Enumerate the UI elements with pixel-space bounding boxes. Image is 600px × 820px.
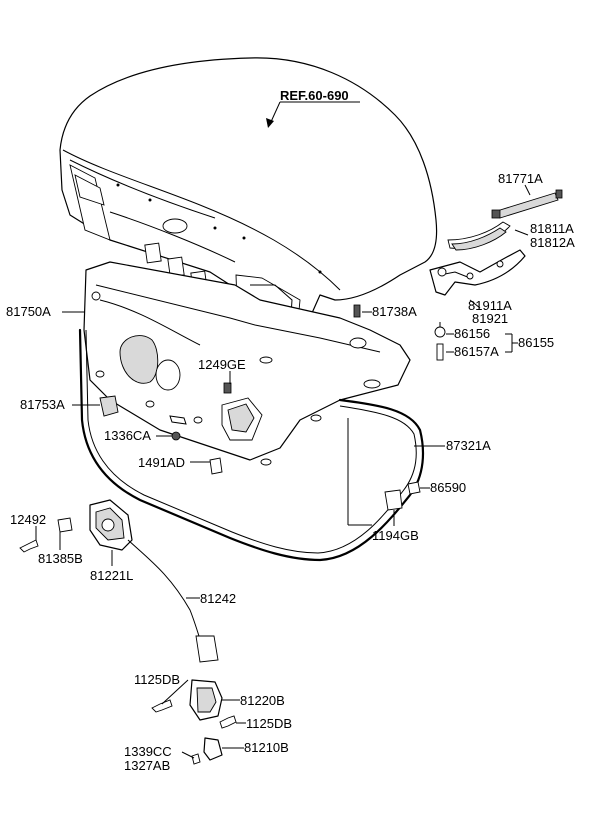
label-81221L: 81221L	[90, 568, 133, 583]
label-12492: 12492	[10, 512, 46, 527]
weatherstrip-87321A	[78, 328, 425, 562]
label-81750A: 81750A	[6, 304, 51, 319]
label-1336CA: 1336CA	[104, 428, 151, 443]
grommet-81385B	[57, 517, 73, 533]
pin-86157A	[436, 343, 444, 361]
label-87321A: 87321A	[446, 438, 491, 453]
latch-81220B	[189, 679, 223, 721]
pad-81753A	[99, 395, 119, 417]
screw-1339CC	[191, 753, 201, 765]
label-81921: 81921	[472, 311, 508, 326]
bumper-1491AD	[209, 457, 223, 475]
label-81210B: 81210B	[244, 740, 289, 755]
striker-81210B	[203, 737, 223, 761]
release-cable-81242	[127, 539, 219, 663]
part-labels: REF.60-690 81771A 81811A 81812A 81911A 8…	[6, 88, 575, 773]
nut-1336CA	[171, 431, 181, 441]
label-86157A: 86157A	[454, 344, 499, 359]
grommet-1249GE	[223, 382, 232, 394]
label-1327AB: 1327AB	[124, 758, 170, 773]
label-1125DB-left: 1125DB	[134, 672, 180, 687]
label-81811A: 81811A	[530, 221, 574, 236]
bolt-1125DB-left	[151, 699, 173, 713]
label-86156: 86156	[454, 326, 490, 341]
label-1125DB-right: 1125DB	[246, 716, 292, 731]
hinge-cover-81811A-81812A	[447, 221, 511, 251]
bolt-12492	[19, 539, 39, 553]
label-1491AD: 1491AD	[138, 455, 185, 470]
hinge-81911A-81921	[429, 249, 526, 296]
bumper-81738A	[353, 304, 361, 318]
label-81738A: 81738A	[372, 304, 417, 319]
trunk-lock-81221L	[89, 499, 133, 551]
clip-86590	[407, 481, 421, 495]
label-1339CC: 1339CC	[124, 744, 172, 759]
bolt-86156	[434, 322, 446, 338]
gas-strut-81771A	[491, 189, 563, 219]
label-86590: 86590	[430, 480, 466, 495]
label-81220B: 81220B	[240, 693, 285, 708]
label-81385B: 81385B	[38, 551, 83, 566]
label-81753A: 81753A	[20, 397, 65, 412]
label-81812A: 81812A	[530, 235, 575, 250]
label-86155: 86155	[518, 335, 554, 350]
reference-callout	[266, 101, 360, 128]
leader-lines	[35, 184, 531, 759]
reference-label: REF.60-690	[280, 88, 349, 103]
label-81771A: 81771A	[498, 171, 543, 186]
label-81911A: 81911A	[468, 298, 512, 313]
label-81242: 81242	[200, 591, 236, 606]
bolt-1125DB-right	[219, 715, 237, 729]
label-1249GE: 1249GE	[198, 357, 246, 372]
retainer-1194GB	[384, 489, 403, 511]
label-1194GB: 1194GB	[372, 528, 419, 543]
